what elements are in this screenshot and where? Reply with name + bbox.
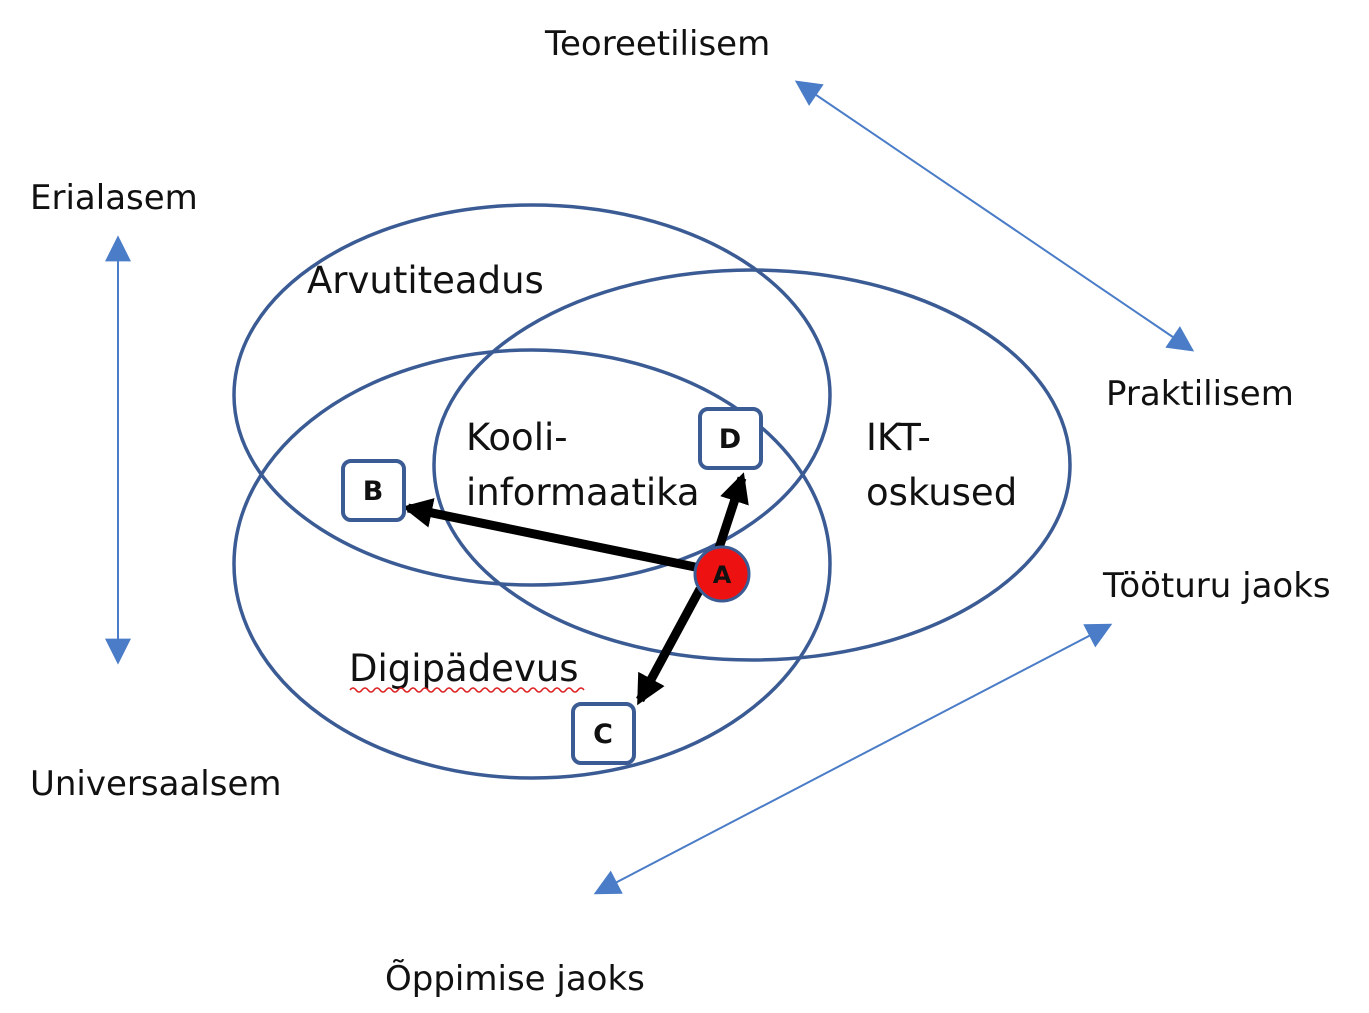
spellcheck-underline xyxy=(349,687,585,693)
label-ikt-line2: oskused xyxy=(866,471,1017,514)
arrow-a-to-d xyxy=(714,472,749,550)
ellipse-ikt-oskused xyxy=(432,268,1072,662)
box-b xyxy=(341,459,406,522)
label-oppimise-jaoks: Õppimise jaoks xyxy=(385,958,645,999)
arrow-a-to-c xyxy=(636,586,704,706)
arrow-a-to-b xyxy=(402,498,701,573)
label-ikt-line1: IKT- xyxy=(866,416,931,459)
box-d-label: D xyxy=(719,424,741,455)
label-kooliinformaatika-line1: Kooli- xyxy=(466,416,568,459)
label-kooliinformaatika-line2: informaatika xyxy=(466,471,700,514)
label-tooturu-jaoks: Tööturu jaoks xyxy=(1102,566,1331,606)
node-a xyxy=(693,545,751,603)
box-d xyxy=(698,407,763,470)
label-universaalsem: Universaalsem xyxy=(30,764,281,804)
label-arvutiteadus: Arvutiteadus xyxy=(307,259,544,302)
theory-practice-arrow xyxy=(794,80,1195,352)
box-c-label: C xyxy=(593,719,613,750)
label-digipadevus: Digipädevus xyxy=(349,647,579,690)
label-praktilisem: Praktilisem xyxy=(1106,374,1294,414)
node-a-label: A xyxy=(713,561,732,589)
ellipse-arvutiteadus xyxy=(232,203,832,587)
label-teoreetilisem: Teoreetilisem xyxy=(544,24,770,64)
label-erialasem: Erialasem xyxy=(30,178,198,218)
box-b-label: B xyxy=(363,476,384,507)
ellipse-digipadevus xyxy=(232,348,832,780)
labor-learning-arrow xyxy=(593,623,1113,895)
box-c xyxy=(571,702,636,765)
